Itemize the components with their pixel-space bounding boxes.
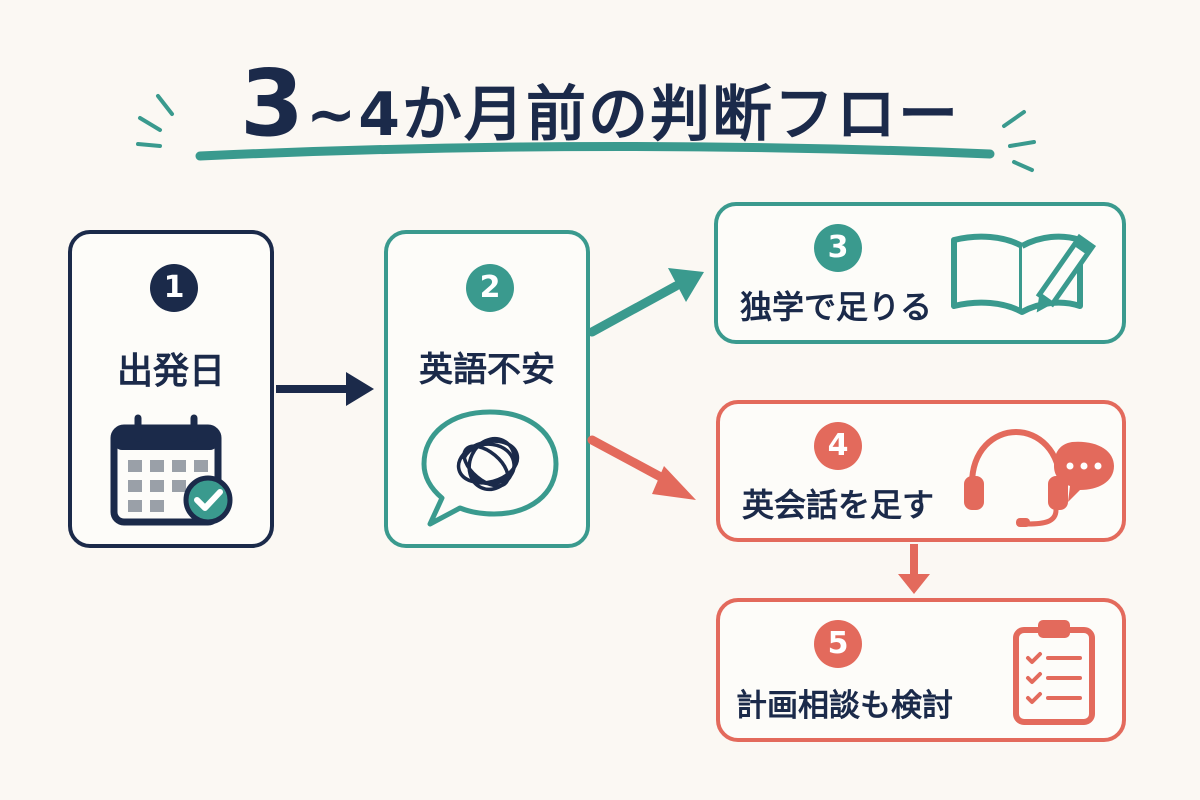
step-number-5: 5 <box>814 620 862 668</box>
node-2-label: 英語不安 <box>419 350 555 390</box>
node-4-label: 英会話を足す <box>742 486 935 524</box>
flow-node-departure-date: 1 出発日 <box>68 230 274 548</box>
step-number-3: 3 <box>814 224 862 272</box>
headset-chat-icon <box>964 428 1114 527</box>
arrow-2-to-4 <box>587 435 696 500</box>
flow-node-english-anxiety: 2 英語不安 <box>384 230 590 548</box>
step-number-1: 1 <box>150 264 198 312</box>
step-number-2: 2 <box>466 264 514 312</box>
title-decoration <box>136 94 1036 172</box>
flow-node-self-study: 3 独学で足りる <box>714 202 1126 344</box>
flow-node-add-conversation: 4 英会話を足す <box>716 400 1126 542</box>
clipboard-checklist-icon <box>1013 620 1095 725</box>
flow-node-plan-consultation: 5 計画相談も検討 <box>716 598 1126 742</box>
arrow-4-to-5 <box>898 544 930 594</box>
arrow-1-to-2 <box>276 372 374 406</box>
title-area: 3~4か月前の判断フロー <box>0 40 1200 180</box>
calendar-check-icon <box>110 414 233 526</box>
node-3-label: 独学で足りる <box>740 288 933 326</box>
node-5-label: 計画相談も検討 <box>736 688 953 724</box>
arrow-2-to-3 <box>587 268 704 337</box>
speech-bubble-scribble-icon <box>421 409 559 527</box>
title-text: ~4か月前の判断フロー <box>305 80 961 150</box>
title-number: 3 <box>239 50 306 157</box>
step-number-4: 4 <box>814 422 862 470</box>
node-1-label: 出発日 <box>116 351 225 392</box>
page-title: 3~4か月前の判断フロー <box>0 50 1200 157</box>
book-pencil-icon <box>951 233 1097 315</box>
